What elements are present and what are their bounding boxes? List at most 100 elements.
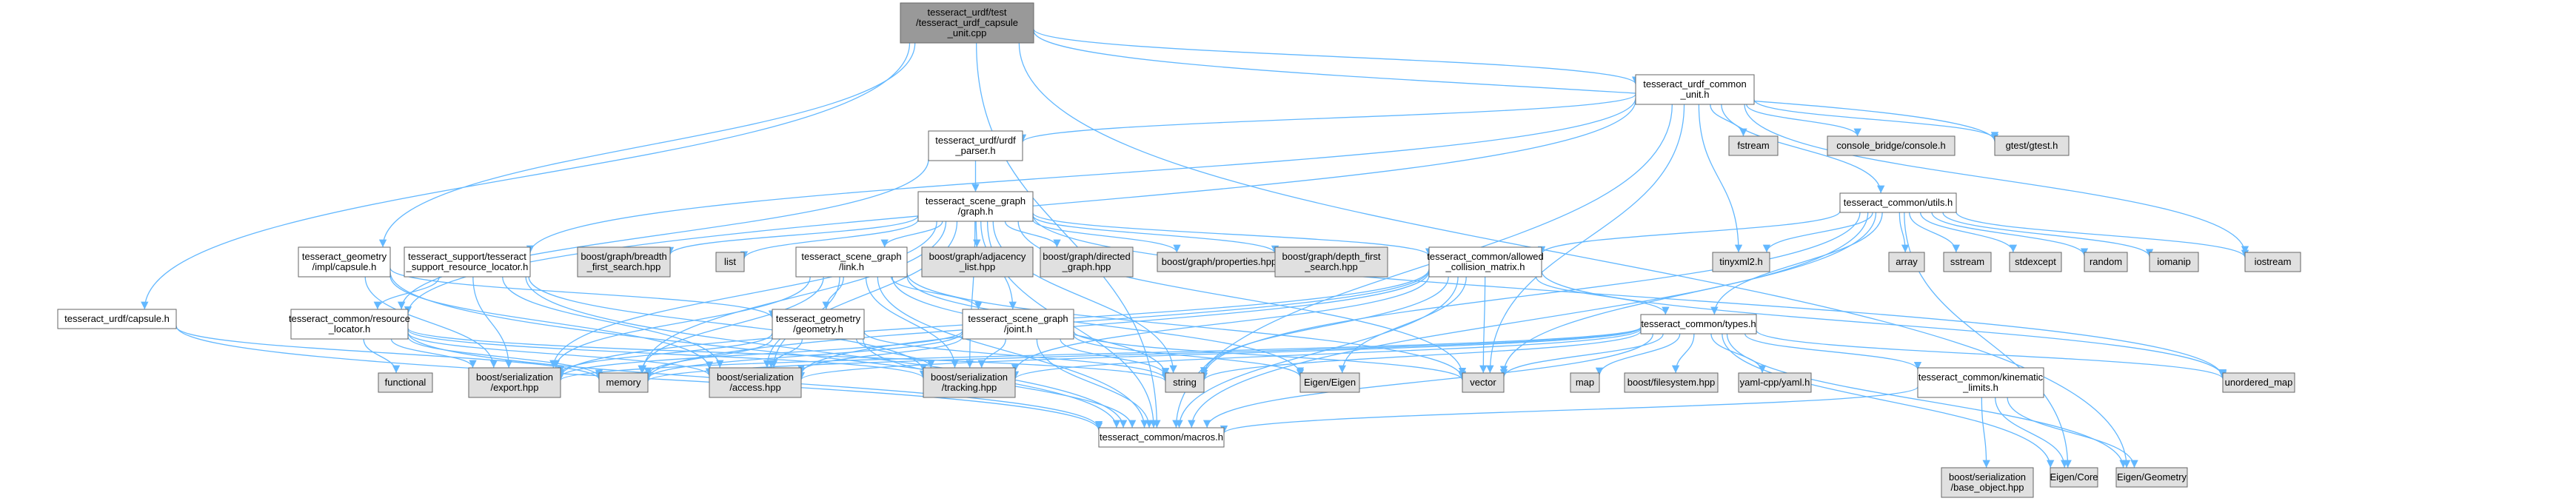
node-geometry-impl-capsule[interactable]: tesseract_geometry/impl/capsule.h [298, 246, 391, 278]
node-box [921, 246, 1034, 278]
node-label-line: boost/graph/directed [1043, 251, 1131, 262]
node-box [2244, 252, 2301, 272]
edge-sg_link-to-eigen [906, 275, 1305, 375]
node-label-line: boost/graph/properties.hpp [1162, 256, 1277, 267]
edge-root-to-eigen_geometry [1018, 42, 2131, 468]
node-label-line: _collision_matrix.h [1445, 261, 1525, 272]
node-stdexcept: stdexcept [2009, 252, 2062, 272]
edge-geometry_impl_capsule-to-access [389, 275, 714, 369]
edge-common_types-to-memory [644, 326, 1642, 382]
node-label-line: unordered_map [2225, 377, 2293, 388]
node-label-line: _search.hpp [1304, 261, 1358, 272]
node-common-types[interactable]: tesseract_common/types.h [1640, 314, 1757, 335]
node-box [298, 246, 391, 278]
edge-acm-to-tracking [1011, 275, 1430, 372]
node-filesystem: boost/filesystem.hpp [1624, 372, 1719, 393]
node-acm[interactable]: tesseract_common/allowed_collision_matri… [1427, 246, 1544, 278]
edge-scene_graph-to-list [740, 219, 919, 259]
node-geometry-h[interactable]: tesseract_geometry/geometry.h [772, 309, 865, 340]
node-label-line: tesseract_common/utils.h [1844, 197, 1953, 208]
edge-resource_locator-to-memory [407, 336, 603, 378]
node-label-line: /access.hpp [729, 382, 780, 393]
node-box [2009, 252, 2062, 272]
node-label-line: tesseract_geometry [302, 251, 387, 262]
node-box [2222, 372, 2295, 393]
edge-sg_joint-to-macros [1036, 338, 1154, 429]
node-label-line: tesseract_scene_graph [968, 313, 1068, 324]
node-label-line: /geometry.h [793, 323, 843, 335]
node-box [1839, 192, 1957, 213]
edge-common_utils-to-eigen_core [1904, 212, 2072, 468]
edge-common_utils-to-array [1898, 212, 1910, 253]
node-box [1165, 372, 1205, 393]
edge-common_utils-to-iostream [1956, 212, 2249, 258]
node-box [1098, 427, 1225, 448]
node-urdf-parser[interactable]: tesseract_urdf/urdf_parser.h [928, 130, 1023, 161]
node-label-line: _list.hpp [959, 261, 995, 272]
node-box [709, 367, 802, 398]
node-box [1738, 372, 1812, 393]
edge-common_utils-to-random [1931, 212, 2089, 256]
edge-scene_graph-to-bfs [666, 215, 919, 255]
node-box [1827, 135, 1956, 156]
edge-common_unit-to-gtest [1753, 99, 1999, 140]
node-box [598, 372, 649, 393]
node-common-unit[interactable]: tesseract_urdf_common_unit.h [1635, 74, 1755, 105]
node-box [1299, 372, 1360, 393]
node-macros[interactable]: tesseract_common/macros.h [1098, 427, 1225, 448]
node-sg-link[interactable]: tesseract_scene_graph/link.h [795, 246, 908, 278]
node-kinematic-limits[interactable]: tesseract_common/kinematic_limits.h [1917, 367, 2044, 398]
edge-common_utils-to-tinyxml2 [1762, 212, 1873, 253]
node-urdf-capsule[interactable]: tesseract_urdf/capsule.h [57, 309, 177, 329]
edge-acm-to-common_types [1535, 276, 1670, 315]
edge-resource_locator-to-export [390, 338, 477, 369]
node-box [1624, 372, 1719, 393]
node-label-line: _support_resource_locator.h [406, 261, 529, 272]
edge-common_types-to-kinematic_limits [1744, 333, 1922, 370]
node-box [1462, 372, 1505, 393]
node-box [1570, 372, 1600, 393]
node-label-line: tesseract_common/kinematic [1918, 372, 2044, 383]
node-support-locator[interactable]: tesseract_support/tesseract_support_reso… [404, 246, 531, 278]
node-box [715, 252, 745, 272]
edge-kinematic_limits-to-eigen_core [1995, 397, 2069, 468]
edge-acm-to-vector [1479, 276, 1488, 374]
node-console-bridge: console_bridge/console.h [1827, 135, 1956, 156]
node-iostream: iostream [2244, 252, 2301, 272]
node-label-line: /graph.h [958, 206, 994, 217]
edge-support_locator-to-resource_locator [373, 276, 440, 310]
node-label-line: functional [385, 377, 426, 388]
node-sg-joint[interactable]: tesseract_scene_graph/joint.h [962, 309, 1074, 340]
edge-acm-to-macros [1175, 276, 1459, 429]
node-scene-graph[interactable]: tesseract_scene_graph/graph.h [917, 191, 1034, 222]
node-label-line: boost/graph/breadth [581, 251, 666, 262]
edge-common_types-to-unordered_map [1756, 329, 2227, 380]
edge-scene_graph-to-string [992, 221, 1177, 374]
node-label-line: iomanip [2157, 256, 2191, 267]
node-label-line: _unit.h [1679, 89, 1709, 100]
edge-root-to-gtest [1033, 30, 1999, 142]
node-gtest: gtest/gtest.h [1994, 135, 2070, 156]
node-resource-locator[interactable]: tesseract_common/resource_locator.h [289, 309, 410, 340]
edge-sg_joint-to-memory [643, 332, 963, 380]
node-label-line: tesseract_scene_graph [926, 195, 1026, 206]
node-label-line: _locator.h [328, 323, 370, 335]
node-common-utils[interactable]: tesseract_common/utils.h [1839, 192, 1957, 213]
edge-common_utils-to-stdexcept [1919, 212, 2018, 253]
node-label-line: /tracking.hpp [942, 382, 997, 393]
node-label-line: tesseract_geometry [776, 313, 861, 324]
node-list: list [715, 252, 745, 272]
node-label-line: _limits.h [1962, 382, 1998, 393]
node-label-line: map [1576, 377, 1594, 388]
node-root[interactable]: tesseract_urdf/test/tesseract_urdf_capsu… [900, 2, 1034, 44]
node-label-line: Eigen/Eigen [1304, 377, 1356, 388]
edge-common_types-to-export [557, 326, 1642, 381]
edge-common_types-to-string [1200, 330, 1642, 381]
node-label-line: boost/graph/adjacency [929, 251, 1026, 262]
edge-sg_joint-to-vector [1073, 331, 1467, 380]
edge-root-to-urdf_capsule [141, 42, 911, 310]
node-box [1274, 246, 1388, 278]
node-label-line: _unit.cpp [947, 27, 987, 38]
edge-support_locator-to-export [472, 276, 513, 369]
edge-common_utils-to-string [1200, 212, 1861, 378]
